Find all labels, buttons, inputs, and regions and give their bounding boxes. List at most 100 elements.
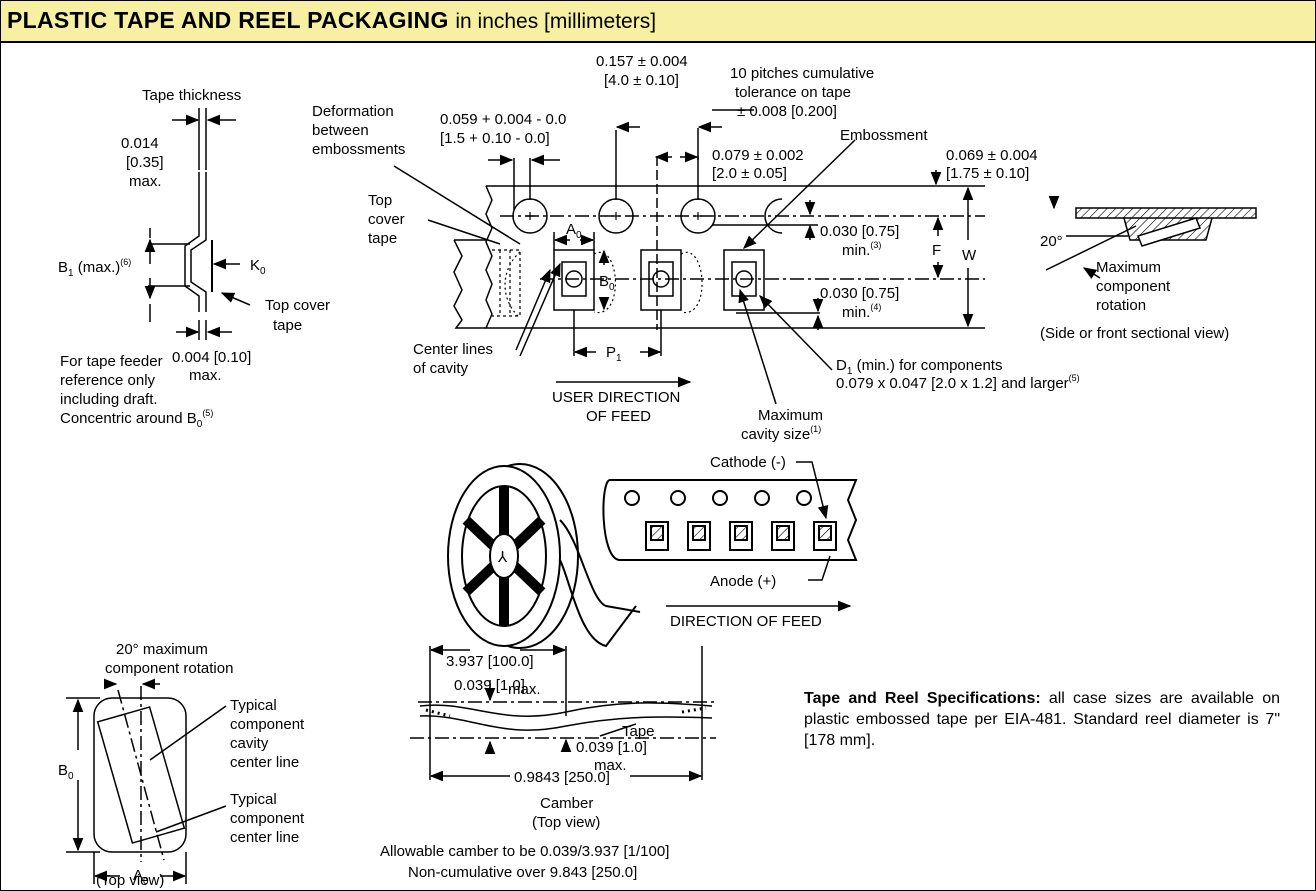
sprocket-hole-4: [764, 198, 783, 234]
reel-comp-4: [776, 525, 790, 541]
b1-label: B1 (max.)(6): [58, 257, 131, 279]
dim-0039-top-1: 0.039 [1.0]: [454, 677, 525, 694]
reel-comp-3: [734, 525, 748, 541]
reel-hub-mark: ⅄: [497, 549, 508, 566]
dotted-left-pocket: [492, 249, 521, 317]
camber-tape-label: Tape: [622, 723, 655, 740]
deformation-leader: [393, 165, 521, 245]
pocket-1-inner: [561, 261, 587, 297]
rotation-title-1: 20° maximum: [116, 641, 208, 658]
top-cover-tape-1: Top cover: [265, 297, 330, 314]
side-tape-top: [1075, 207, 1257, 219]
center-lines-1: Center lines: [413, 341, 493, 358]
side-caption: (Side or front sectional view): [1040, 325, 1229, 342]
top-cover-tape-2: tape: [273, 317, 302, 334]
side-sectional-view: [1045, 195, 1257, 280]
feeder-note-3: including draft.: [60, 391, 158, 408]
reel-hole-2: [670, 490, 686, 506]
deformation-1: Deformation: [312, 103, 394, 120]
dim-0157-1: 0.157 ± 0.004: [596, 53, 688, 70]
pocket-3-hole: [735, 270, 753, 288]
thickness-value-3: max.: [129, 173, 162, 190]
user-direction-1: USER DIRECTION: [552, 389, 680, 406]
tape-profile: [184, 172, 207, 312]
dim-0030-top-2: min.(3): [842, 240, 881, 259]
feeder-note-4: Concentric around B0(5): [60, 408, 213, 430]
top-cover-3: tape: [368, 230, 397, 247]
camber-tape-top: [419, 702, 713, 717]
center-lines-2: of cavity: [413, 360, 469, 377]
hole-crosses: [526, 212, 702, 220]
rotation-caption: (Top view): [96, 872, 164, 889]
b0-label: B0: [599, 273, 615, 293]
dim-0079-2: [2.0 ± 0.05]: [712, 165, 787, 182]
dim-3937: 3.937 [100.0]: [446, 653, 534, 670]
cathode-label: Cathode (-): [710, 454, 786, 471]
user-direction-2: OF FEED: [586, 408, 651, 425]
component-center-3: center line: [230, 829, 299, 846]
spec-heading: Tape and Reel Specifications:: [804, 690, 1041, 707]
reel-hole-1: [624, 490, 640, 506]
side-rotation-leader: [1045, 225, 1137, 271]
reel-comp-2: [692, 525, 706, 541]
max-cavity-2: cavity size(1): [741, 424, 821, 443]
dim-0157-2: [4.0 ± 0.10]: [604, 72, 679, 89]
embossment-label: Embossment: [840, 127, 928, 144]
deformation-2: between: [312, 122, 369, 139]
cavity-center-1: Typical: [230, 697, 277, 714]
component-center-2: component: [230, 810, 305, 827]
side-rotation-arrow: [1082, 267, 1101, 280]
dim-0069-1: 0.069 ± 0.004: [946, 147, 1038, 164]
anode-leader: [808, 555, 831, 581]
pocket-2-inner: [648, 261, 674, 297]
dim-0030-bot-2: min.(4): [842, 302, 881, 321]
dim-0039-bot-2: max.: [594, 757, 627, 774]
cavity-center-3: cavity: [230, 735, 269, 752]
bottom-dim-2: max.: [189, 367, 222, 384]
f-label: F: [932, 242, 941, 259]
center-lines-leader-1: [515, 268, 551, 351]
tape-outline: [484, 185, 800, 329]
center-lines-leader-2: [519, 262, 561, 357]
pocket-1-hole: [565, 270, 583, 288]
rotation-b0: B0: [58, 762, 74, 782]
header-bar: PLASTIC TAPE AND REEL PACKAGING in inche…: [1, 1, 1315, 43]
pitches-1: 10 pitches cumulative: [730, 65, 874, 82]
deformation-3: embossments: [312, 141, 405, 158]
tape-left-torn: [453, 239, 486, 329]
dim-0030-top-1: 0.030 [0.75]: [820, 223, 899, 240]
dim-0059-1: 0.059 + 0.004 - 0.0: [440, 111, 566, 128]
page-title: PLASTIC TAPE AND REEL PACKAGING in inche…: [7, 7, 656, 34]
camber-note-2: Non-cumulative over 9.843 [250.0]: [408, 864, 637, 881]
d1-label: D1 (min.) for components: [836, 357, 1002, 377]
max-cavity-leader: [738, 288, 777, 405]
rotated-component: [96, 706, 186, 844]
camber-tape-bot: [419, 715, 713, 731]
dotted-deformation: [504, 251, 703, 319]
tape-reel-specifications: Tape and Reel Specifications: all case s…: [804, 688, 1280, 751]
side-angle: 20°: [1040, 233, 1063, 250]
bottom-dim-1: 0.004 [0.10]: [172, 349, 251, 366]
camber-note-1: Allowable camber to be 0.039/3.937 [1/10…: [380, 843, 669, 860]
pocket-2-hole: [652, 270, 670, 288]
reel-comp-5: [818, 525, 832, 541]
reel-hole-4: [754, 490, 770, 506]
w-label: W: [962, 247, 977, 264]
d1-leader: [759, 295, 833, 371]
d1-line2: 0.079 x 0.047 [2.0 x 1.2] and larger(5): [836, 373, 1080, 392]
thickness-value-2: [0.35]: [126, 154, 164, 171]
tape-thickness-label: Tape thickness: [142, 87, 241, 104]
tape-leader: [599, 723, 637, 737]
side-max-rotation-3: rotation: [1096, 297, 1146, 314]
rotation-a0: A0: [133, 867, 149, 887]
pocket-1: [553, 249, 595, 311]
dim-09843: 0.9843 [250.0]: [514, 769, 610, 786]
k0-label: K0: [250, 257, 266, 277]
anode-label: Anode (+): [710, 573, 776, 590]
top-cover-arrow: [220, 292, 251, 306]
top-cover-1: Top: [368, 192, 392, 209]
reel-hub: [489, 533, 519, 579]
component-center-leader: [155, 805, 227, 833]
side-max-rotation-1: Maximum: [1096, 259, 1161, 276]
